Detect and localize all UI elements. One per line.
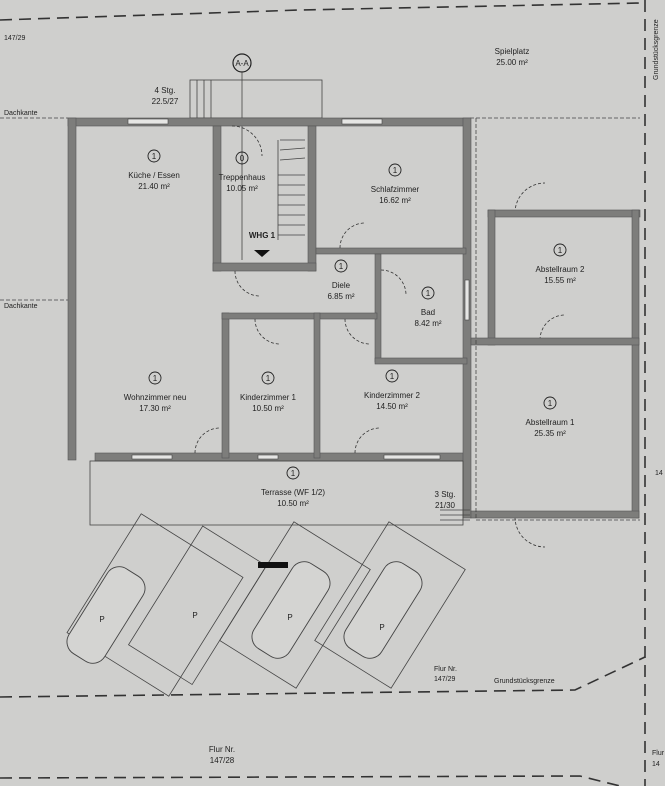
room-area: 14.50 m²: [376, 402, 408, 411]
roof-edge-line: [0, 117, 640, 301]
storage-walls: [470, 209, 641, 519]
room-area: 16.62 m²: [379, 196, 411, 205]
level-marker-circle: [235, 151, 249, 165]
room-area: 10.50 m²: [277, 499, 309, 508]
level-marker-circle: [261, 371, 275, 385]
level-marker-circle: [147, 149, 161, 163]
room-level: 1: [390, 372, 395, 381]
parking-area: [66, 513, 466, 697]
entrance-landing: [189, 79, 323, 119]
door-swings: [194, 125, 566, 548]
room-level: 1: [426, 289, 431, 298]
level-marker-circle: [421, 286, 435, 300]
edge-label: 14: [655, 470, 663, 477]
room-name: Abstellraum 1: [526, 418, 575, 427]
property-boundary-lower: [0, 775, 621, 786]
level-marker-circle: [543, 396, 557, 410]
boundary-label-vertical: Grundstücksgrenze: [653, 19, 660, 80]
room-level: 1: [339, 262, 344, 271]
entrance-arrow-icon: [254, 250, 270, 257]
parking-label: P: [379, 623, 384, 632]
stairs-top-steps: 4 Stg.: [155, 86, 176, 95]
room-level: 1: [152, 152, 157, 161]
room-level: 1: [548, 399, 553, 408]
property-boundary-bottom: [0, 656, 646, 698]
room-name: Wohnzimmer neu: [124, 393, 187, 402]
room-area: 25.35 m²: [534, 429, 566, 438]
room-level: 1: [393, 166, 398, 175]
section-marker: A-A: [235, 59, 249, 68]
terrace-steps: [440, 509, 470, 521]
parcel-label-top: 147/29: [4, 35, 26, 42]
room-area: 15.55 m²: [544, 276, 576, 285]
room-name: Abstellraum 2: [536, 265, 585, 274]
level-marker-circle: [148, 371, 162, 385]
stairs-bottom-ratio: 21/30: [435, 501, 456, 510]
room-name: Küche / Essen: [128, 171, 180, 180]
roof-edge-label: Dachkante: [4, 303, 38, 310]
room-name: Kinderzimmer 2: [364, 391, 421, 400]
room-name: Terrasse (WF 1/2): [261, 488, 325, 497]
level-marker-circle: [388, 163, 402, 177]
level-marker-circle: [385, 369, 399, 383]
parcel-bottom-number: 147/28: [210, 756, 235, 765]
level-marker-circle: [286, 466, 300, 480]
room-area: 21.40 m²: [138, 182, 170, 191]
room-level: 1: [153, 374, 158, 383]
room-level: 1: [558, 246, 563, 255]
room-name: Schlafzimmer: [371, 185, 420, 194]
room-name: Diele: [332, 281, 351, 290]
room-area: 17.30 m²: [139, 404, 171, 413]
room-name: Treppenhaus: [219, 173, 266, 182]
level-marker-circle: [553, 243, 567, 257]
stairs-bottom-steps: 3 Stg.: [435, 490, 456, 499]
room-name: Bad: [421, 308, 435, 317]
car-icon: [66, 566, 146, 664]
roof-edge-label: Dachkante: [4, 110, 38, 117]
edge-label: 14: [652, 761, 660, 768]
parcel-bottom-label: Flur Nr.: [209, 745, 235, 754]
room-area: 6.85 m²: [327, 292, 354, 301]
parking-label: P: [192, 611, 197, 620]
edge-label: Flur: [652, 750, 665, 757]
room-area: 10.50 m²: [252, 404, 284, 413]
terrace-outline: [89, 460, 464, 526]
windows: [127, 118, 470, 460]
room-name: Kinderzimmer 1: [240, 393, 297, 402]
room-level: 0: [240, 154, 245, 163]
staircase: [277, 139, 306, 240]
storage-roof-outline: [475, 118, 640, 521]
room-level: 1: [266, 374, 271, 383]
parking-label: P: [287, 613, 292, 622]
car-icon: [251, 561, 331, 659]
parcel-bottom-right-label: Flur Nr.: [434, 666, 457, 673]
entrance-steps: [196, 80, 212, 118]
room-level: 1: [291, 469, 296, 478]
room-area: 10.05 m²: [226, 184, 258, 193]
playground-area: 25.00 m²: [496, 58, 528, 67]
parcel-bottom-right-number: 147/29: [434, 676, 456, 683]
stairs-top-ratio: 22.5/27: [152, 97, 179, 106]
room-area: 8.42 m²: [414, 319, 441, 328]
car-icon: [343, 561, 423, 659]
level-marker-circle: [334, 259, 348, 273]
boundary-label: Grundstücksgrenze: [494, 678, 555, 685]
apartment-label: WHG 1: [249, 231, 276, 240]
parking-label: P: [99, 615, 104, 624]
playground-name: Spielplatz: [495, 47, 530, 56]
property-boundary-top: [0, 2, 641, 21]
